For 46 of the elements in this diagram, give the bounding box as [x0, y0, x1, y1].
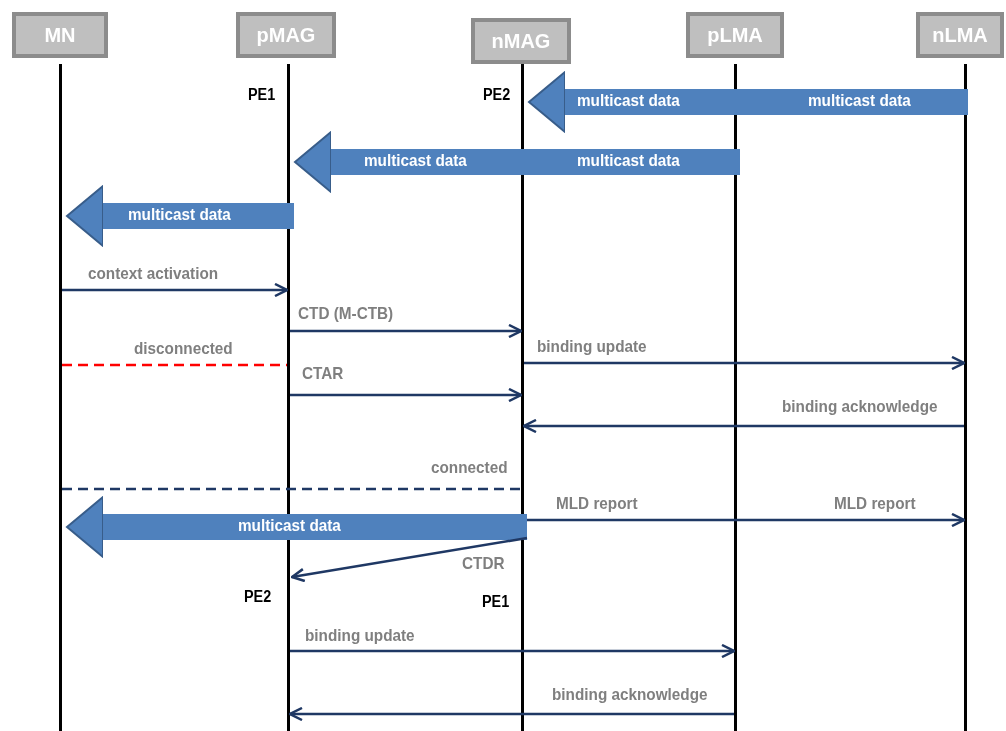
- message-arrow: [62, 282, 289, 298]
- message-label: multicast data: [364, 151, 467, 171]
- block-arrow: [294, 131, 740, 193]
- message-label: MLD report: [556, 494, 638, 514]
- point-label: PE1: [482, 593, 510, 611]
- message-label: connected: [431, 458, 508, 478]
- message-label: MLD report: [834, 494, 916, 514]
- point-label: PE2: [244, 588, 272, 606]
- lifeline: [521, 64, 524, 731]
- message-label: disconnected: [134, 339, 233, 359]
- message-label: CTD (M-CTB): [298, 304, 394, 324]
- message-label: multicast data: [577, 91, 680, 111]
- message-arrow: [290, 536, 528, 583]
- message-label: CTDR: [462, 554, 505, 574]
- message-arrow: [524, 512, 966, 528]
- message-arrow: [290, 323, 523, 339]
- message-label: binding update: [305, 626, 415, 646]
- message-arrow: [288, 706, 734, 722]
- message-arrow: [524, 355, 966, 371]
- point-label: PE2: [483, 86, 511, 104]
- participant-box: nMAG: [471, 18, 571, 64]
- message-arrow: [522, 418, 964, 434]
- lifeline: [59, 64, 62, 731]
- participant-box: nLMA: [916, 12, 1004, 58]
- dashed-line: [62, 363, 287, 367]
- message-label: multicast data: [238, 516, 341, 536]
- message-arrow: [290, 387, 523, 403]
- message-label: multicast data: [128, 205, 231, 225]
- message-arrow: [290, 643, 736, 659]
- message-label: context activation: [88, 264, 219, 284]
- message-label: multicast data: [577, 151, 680, 171]
- message-label: binding update: [537, 337, 647, 357]
- message-label: CTAR: [302, 364, 344, 384]
- point-label: PE1: [248, 86, 276, 104]
- dashed-line: [62, 487, 521, 491]
- participant-box: pLMA: [686, 12, 784, 58]
- message-label: multicast data: [808, 91, 911, 111]
- block-arrow: [528, 71, 968, 133]
- message-label: binding acknowledge: [552, 685, 708, 705]
- block-arrow: [66, 185, 294, 247]
- lifeline: [734, 64, 737, 731]
- lifeline: [964, 64, 967, 731]
- participant-box: MN: [12, 12, 108, 58]
- participant-box: pMAG: [236, 12, 336, 58]
- block-arrow: [66, 496, 527, 558]
- message-label: binding acknowledge: [782, 397, 938, 417]
